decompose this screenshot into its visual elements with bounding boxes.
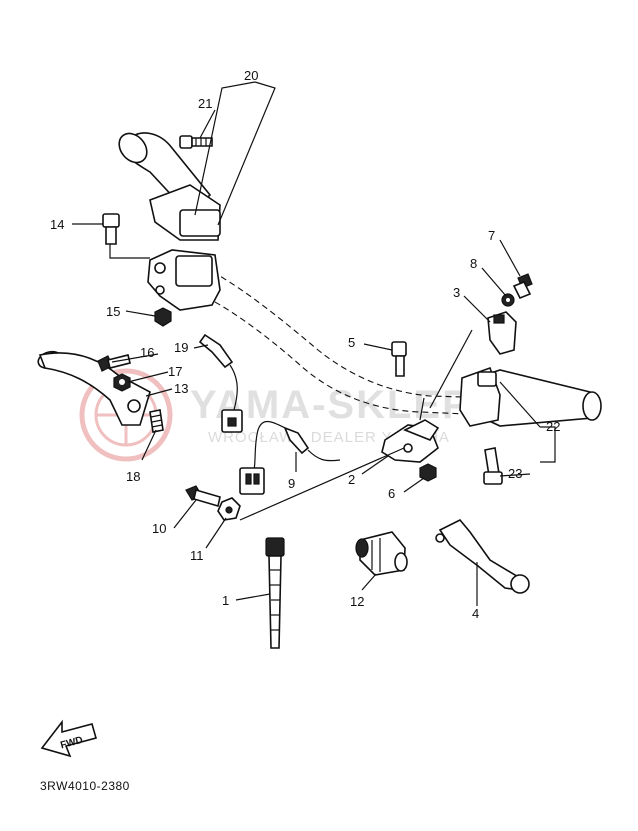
clutch-switch-19 [198, 333, 243, 433]
callout-16: 16 [140, 345, 154, 360]
brake-lever-4 [435, 519, 530, 594]
callout-3: 3 [453, 285, 460, 300]
diagram-code: 3RW4010-2380 [40, 779, 130, 793]
nut-15 [154, 307, 172, 327]
switch-12 [355, 531, 408, 576]
throttle-grip [459, 366, 602, 427]
bolt-5 [391, 341, 407, 377]
callout-22: 22 [546, 419, 560, 434]
left-grip [118, 132, 221, 241]
bolt-23 [483, 447, 503, 485]
callout-7: 7 [488, 228, 495, 243]
callout-21: 21 [198, 96, 212, 111]
bracket-2 [381, 397, 440, 463]
clutch-lever [37, 350, 151, 426]
callout-17: 17 [168, 364, 182, 379]
callout-19: 19 [174, 340, 188, 355]
callout-6: 6 [388, 486, 395, 501]
handlebar [169, 261, 561, 419]
lever-holder [147, 249, 221, 311]
washer-8 [501, 293, 515, 307]
callout-13: 13 [174, 381, 188, 396]
callout-9: 9 [288, 476, 295, 491]
fwd-arrow-icon: FWD [40, 719, 97, 758]
cable-tie-1 [265, 537, 285, 649]
bolt-21 [179, 135, 213, 149]
nut-11 [217, 497, 241, 521]
callout-10: 10 [152, 521, 166, 536]
bolt-10 [185, 485, 221, 508]
callout-18: 18 [126, 469, 140, 484]
callout-12: 12 [350, 594, 364, 609]
callout-1: 1 [222, 593, 229, 608]
callout-8: 8 [470, 256, 477, 271]
callout-4: 4 [472, 606, 479, 621]
screw-7 [512, 273, 533, 300]
pin-18 [149, 409, 164, 433]
callout-15: 15 [106, 304, 120, 319]
callout-2: 2 [348, 472, 355, 487]
callouts: 20 21 14 7 8 3 15 5 16 19 17 13 18 9 2 2… [50, 68, 560, 621]
nut-17 [113, 373, 131, 392]
holder-3 [487, 311, 517, 355]
callout-5: 5 [348, 335, 355, 350]
nut-6 [419, 463, 437, 482]
bolt-16 [97, 354, 131, 372]
callout-23: 23 [508, 466, 522, 481]
callout-14: 14 [50, 217, 64, 232]
callout-11: 11 [190, 548, 204, 563]
callout-20: 20 [244, 68, 258, 83]
connector-9 [239, 420, 341, 495]
leader-lines [72, 81, 556, 606]
bolt-14 [102, 213, 120, 245]
